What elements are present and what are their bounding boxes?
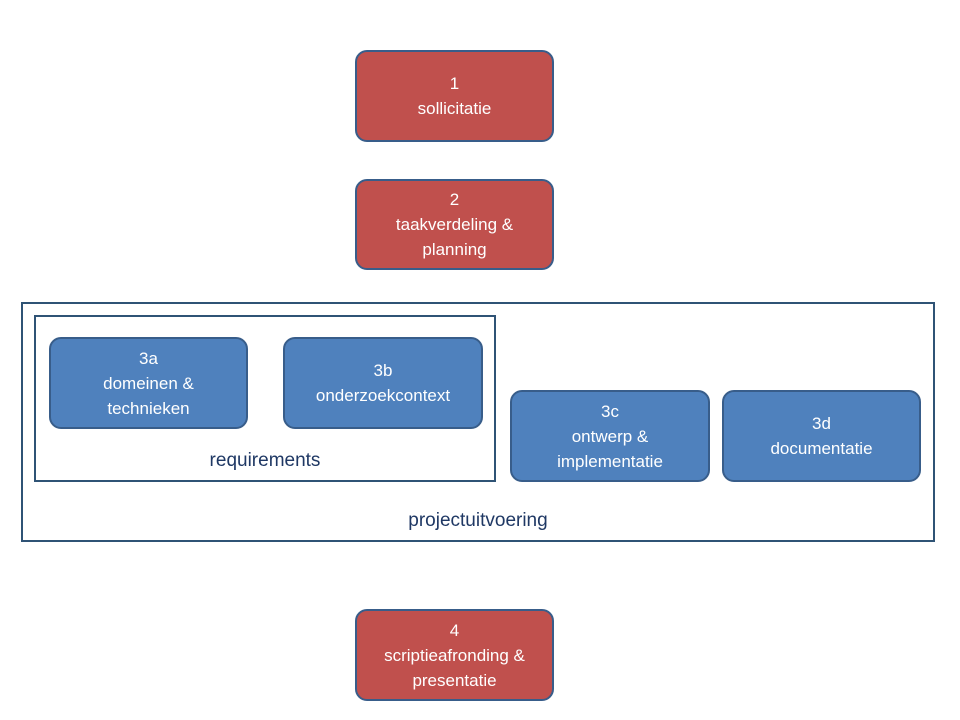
step-2-line1: taakverdeling & — [395, 215, 514, 234]
step-4-line1: scriptieafronding & — [384, 645, 525, 665]
step-3a-line1: domeinen & — [103, 373, 194, 393]
step-2-number: 2 — [449, 190, 460, 209]
step-3a-domeinen: 3a domeinen & technieken — [49, 337, 248, 429]
projectuitvoering-frame — [21, 302, 935, 542]
step-4-number: 4 — [449, 620, 460, 640]
step-1-number: 1 — [449, 74, 460, 93]
step-3b-label: onderzoekcontext — [315, 386, 451, 405]
step-1-sollicitatie: 1 sollicitatie — [355, 50, 554, 142]
projectuitvoering-label: projectuitvoering — [408, 510, 548, 531]
step-4-scriptieafronding: 4 scriptieafronding & presentatie — [355, 609, 554, 701]
step-3a-line2: technieken — [107, 398, 190, 418]
step-3c-ontwerp: 3c ontwerp & implementatie — [510, 390, 710, 482]
requirements-label: requirements — [209, 450, 321, 471]
step-3c-number: 3c — [601, 401, 619, 421]
step-1-label: sollicitatie — [417, 99, 492, 118]
step-3b-number: 3b — [373, 361, 393, 380]
step-2-taakverdeling: 2 taakverdeling & planning — [355, 179, 554, 270]
step-3d-label: documentatie — [770, 439, 873, 458]
step-4-line2: presentatie — [412, 670, 497, 690]
step-3d-number: 3d — [812, 414, 831, 433]
step-2-line2: planning — [422, 240, 487, 259]
step-3b-onderzoekcontext: 3b onderzoekcontext — [283, 337, 483, 429]
step-3c-line1: ontwerp & — [571, 426, 649, 446]
step-3a-number: 3a — [139, 348, 158, 368]
requirements-frame — [34, 315, 496, 482]
step-3d-documentatie: 3d documentatie — [722, 390, 921, 482]
step-3c-line2: implementatie — [557, 451, 663, 471]
